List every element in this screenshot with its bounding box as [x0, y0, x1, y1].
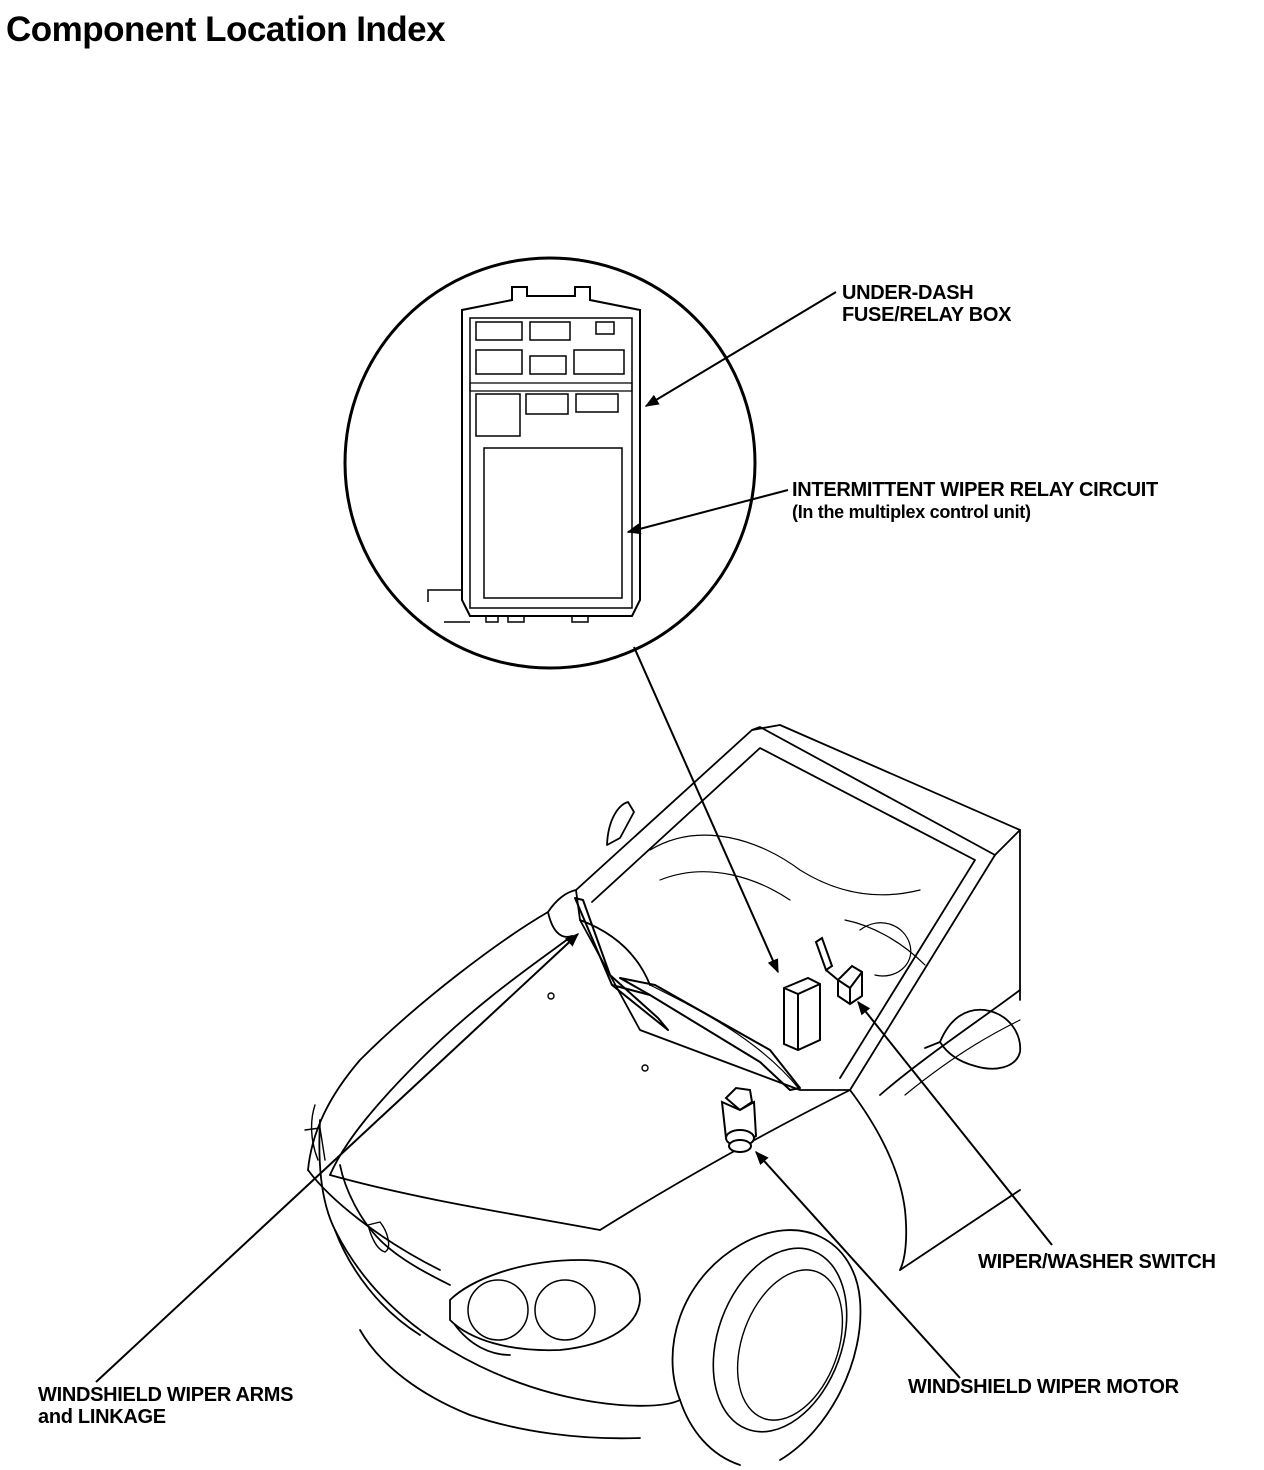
label-line: INTERMITTENT WIPER RELAY CIRCUIT [792, 479, 1158, 501]
front-wheel [673, 1230, 861, 1460]
left-mirror [607, 802, 634, 845]
label-windshield-wiper-arms-linkage: WINDSHIELD WIPER ARMS and LINKAGE [38, 1384, 293, 1428]
label-line: WINDSHIELD WIPER ARMS [38, 1384, 294, 1406]
vehicle-drawing [305, 725, 1020, 1465]
label-line: (In the multiplex control unit) [792, 502, 1031, 522]
label-wiper-washer-switch: WIPER/WASHER SWITCH [978, 1251, 1216, 1273]
wiper-motor [722, 1088, 756, 1152]
leader-under-dash-box [644, 292, 836, 406]
label-line: and LINKAGE [38, 1406, 166, 1428]
page-title: Component Location Index [6, 10, 446, 49]
label-under-dash-fuse-relay-box: UNDER-DASH FUSE/RELAY BOX [842, 282, 1011, 326]
fuse-box-detail [345, 258, 755, 668]
leader-wiper-motor [755, 1150, 960, 1378]
zoom-circle [345, 258, 755, 668]
wiper-washer-switch [816, 938, 862, 1004]
label-windshield-wiper-motor: WINDSHIELD WIPER MOTOR [908, 1376, 1179, 1398]
right-fender [850, 1090, 906, 1270]
leader-lines [96, 292, 1052, 1382]
label-line: WIPER/WASHER SWITCH [978, 1251, 1216, 1273]
label-line: UNDER-DASH [842, 282, 974, 304]
label-intermittent-wiper-relay-circuit: INTERMITTENT WIPER RELAY CIRCUIT (In the… [792, 479, 1158, 523]
wiper-arms [575, 898, 800, 1090]
headlight [450, 1260, 640, 1350]
right-mirror [940, 1010, 1020, 1069]
label-line: WINDSHIELD WIPER MOTOR [908, 1376, 1179, 1398]
front-bumper [319, 1120, 680, 1406]
leader-washer-switch [857, 1000, 1052, 1245]
multiplex-control-unit [784, 978, 820, 1050]
label-line: FUSE/RELAY BOX [842, 304, 1012, 326]
hood-outline [308, 912, 548, 1170]
leader-zoom-to-unit [634, 647, 778, 974]
leader-wiper-arms [96, 933, 580, 1382]
fuse-box-outline [462, 287, 640, 616]
leader-relay-circuit [626, 490, 788, 535]
